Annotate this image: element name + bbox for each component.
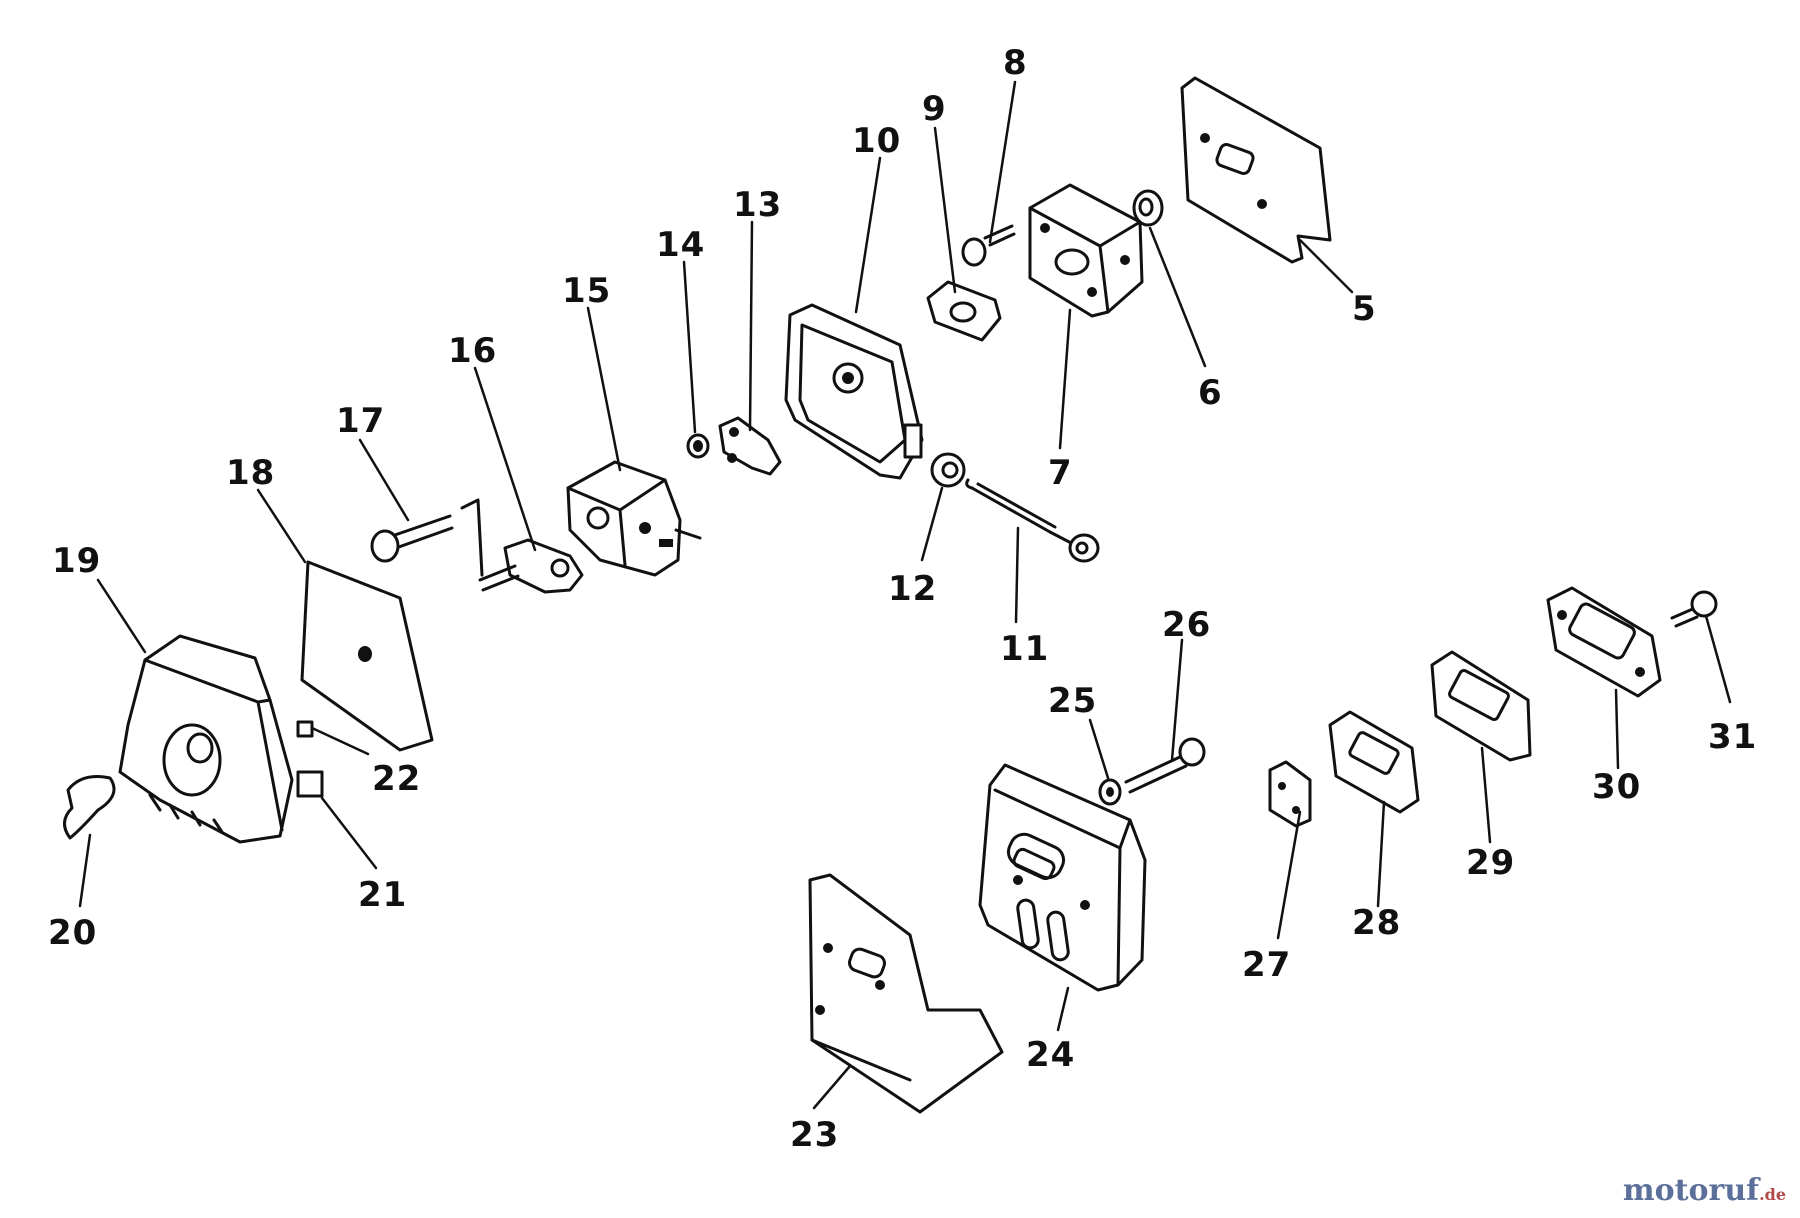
callout-7: 7 <box>1048 453 1073 493</box>
part-30-exhaust-plate <box>1546 586 1662 698</box>
part-17-bolt <box>370 514 454 563</box>
watermark-sub: .de <box>1759 1185 1786 1204</box>
leader-13 <box>748 220 754 432</box>
part-10-air-cleaner-base <box>784 303 924 480</box>
leader-10 <box>854 156 882 314</box>
part-11-choke-rod <box>965 478 1100 563</box>
callout-9: 9 <box>922 89 947 129</box>
leader-11 <box>1014 526 1020 624</box>
callout-16: 16 <box>448 331 497 371</box>
part-21-label <box>296 770 324 798</box>
part-22-label <box>296 720 314 738</box>
part-29-gasket <box>1430 650 1532 762</box>
callout-24: 24 <box>1026 1035 1075 1075</box>
part-27-plate <box>1268 760 1312 828</box>
callout-labels: 5 6 7 8 9 10 11 12 13 14 15 16 17 18 19 … <box>48 43 1757 1155</box>
callout-22: 22 <box>372 759 421 799</box>
callout-30: 30 <box>1592 767 1641 807</box>
part-5-gasket <box>1180 76 1332 264</box>
leader-18 <box>256 488 307 564</box>
part-25-washer <box>1098 778 1122 806</box>
leader-28 <box>1376 800 1386 908</box>
part-20-clip <box>63 775 116 840</box>
leader-8 <box>988 80 1017 244</box>
leader-24 <box>1056 986 1070 1032</box>
leader-23 <box>812 1064 852 1110</box>
callout-17: 17 <box>336 401 385 441</box>
leader-6 <box>1148 226 1207 368</box>
part-31-bolt <box>1670 590 1718 628</box>
callout-15: 15 <box>562 271 611 311</box>
callout-10: 10 <box>852 121 901 161</box>
part-28-gasket <box>1328 710 1420 814</box>
callout-11: 11 <box>1000 629 1049 669</box>
part-24-muffler <box>978 763 1147 992</box>
callout-12: 12 <box>888 569 937 609</box>
part-23-heat-shield <box>808 873 1004 1114</box>
part-6-nut <box>1132 189 1164 227</box>
part-19-cleaner-cover <box>118 634 294 844</box>
watermark-logo: motoruf.de <box>1623 1173 1786 1208</box>
leader-14 <box>682 260 697 434</box>
callout-31: 31 <box>1708 717 1757 757</box>
watermark-main: motoruf <box>1622 1173 1760 1208</box>
callout-6: 6 <box>1198 373 1223 413</box>
leader-29 <box>1480 746 1492 844</box>
leader-25 <box>1088 718 1110 780</box>
callout-23: 23 <box>790 1115 839 1155</box>
part-12-grommet <box>930 452 966 488</box>
leader-26 <box>1170 638 1184 762</box>
part-9-gasket <box>926 280 1002 342</box>
callout-21: 21 <box>358 875 407 915</box>
callout-8: 8 <box>1003 43 1028 83</box>
callout-25: 25 <box>1048 681 1097 721</box>
leader-22 <box>310 726 370 756</box>
part-13-plate <box>718 416 782 476</box>
leader-5 <box>1298 238 1354 294</box>
leader-27 <box>1276 810 1302 940</box>
callout-27: 27 <box>1242 945 1291 985</box>
callout-5: 5 <box>1352 289 1377 329</box>
leader-9 <box>933 126 957 294</box>
callout-13: 13 <box>733 185 782 225</box>
leader-19 <box>96 578 147 654</box>
callout-18: 18 <box>226 453 275 493</box>
part-16-choke-lever <box>460 498 584 594</box>
callout-19: 19 <box>52 541 101 581</box>
leader-12 <box>920 486 944 562</box>
leader-20 <box>78 833 92 908</box>
callout-14: 14 <box>656 225 705 265</box>
part-18-filter-element <box>300 560 434 752</box>
leader-7 <box>1058 308 1072 450</box>
leader-30 <box>1614 688 1620 770</box>
part-26-bolt <box>1124 737 1206 794</box>
part-8-bolt <box>961 224 1016 267</box>
leader-17 <box>358 438 410 522</box>
callout-28: 28 <box>1352 903 1401 943</box>
leader-lines <box>78 80 1732 1110</box>
leader-31 <box>1704 614 1732 704</box>
leader-15 <box>586 306 622 472</box>
part-14-nut <box>686 433 710 459</box>
callout-29: 29 <box>1466 843 1515 883</box>
callout-26: 26 <box>1162 605 1211 645</box>
callout-20: 20 <box>48 913 97 953</box>
leader-21 <box>320 796 378 870</box>
part-15-carburetor <box>566 460 702 577</box>
leader-16 <box>473 366 537 552</box>
part-7-insulator <box>1028 183 1144 318</box>
